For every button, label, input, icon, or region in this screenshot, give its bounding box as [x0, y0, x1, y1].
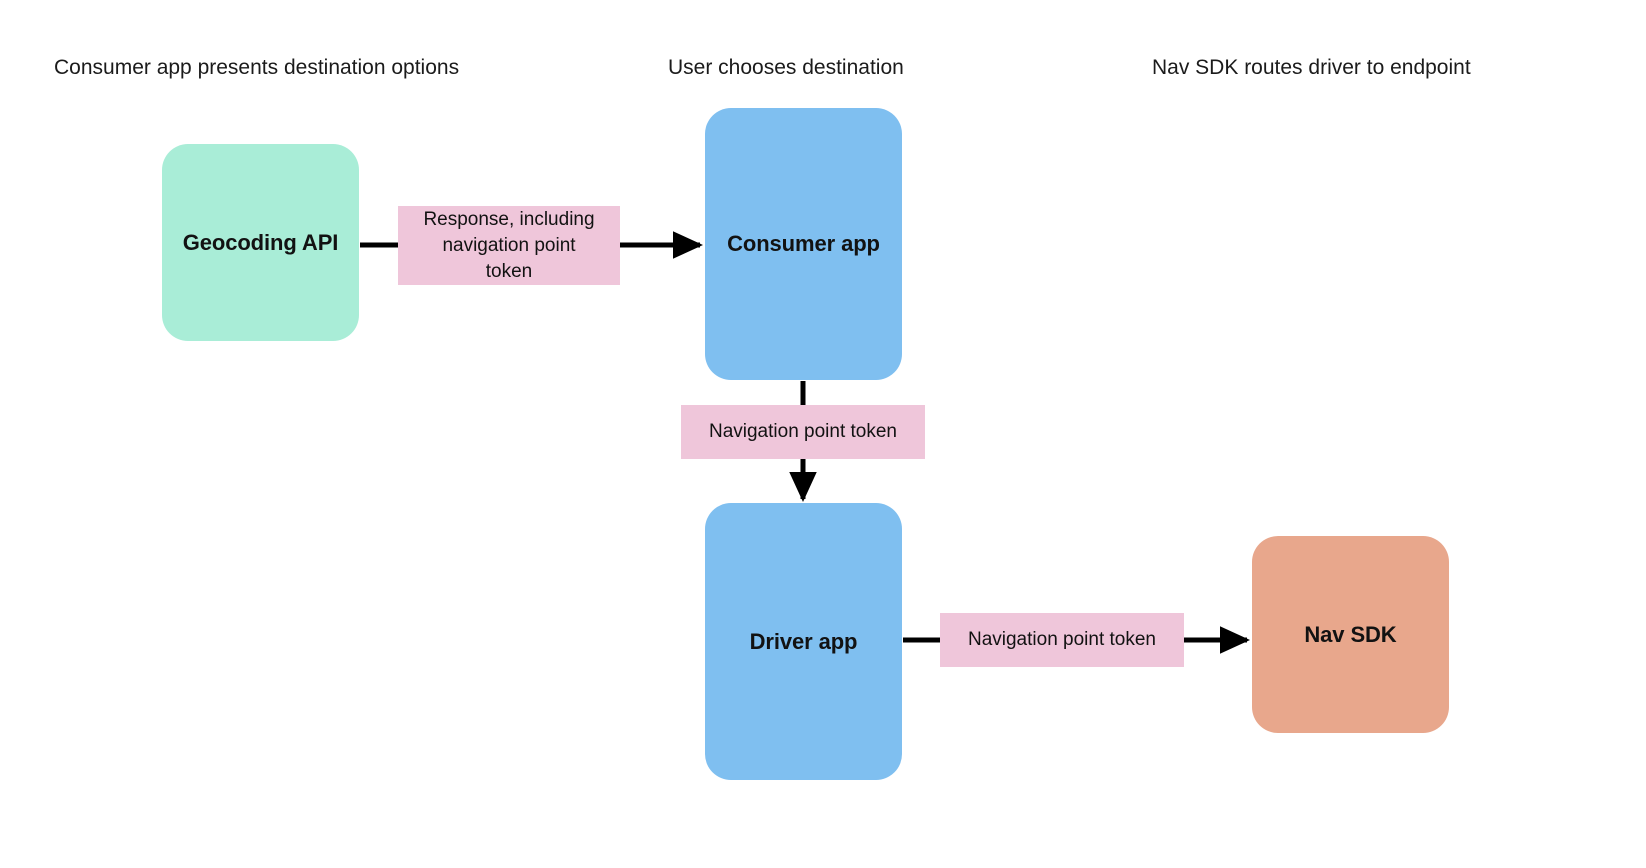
column-header-nav-sdk-routes-driver-to-endpoint: Nav SDK routes driver to endpoint: [1152, 56, 1471, 79]
edge-label-line: token: [485, 260, 533, 282]
edge-label-geocoding-to-consumer: Response, including navigation point tok…: [398, 206, 620, 285]
node-geocoding-api-label: Geocoding API: [182, 229, 339, 255]
edge-label-driver-to-navsdk: Navigation point token: [940, 613, 1184, 667]
node-geocoding-api[interactable]: Geocoding API: [162, 144, 359, 341]
edge-label-line: Navigation point token: [708, 421, 897, 442]
node-nav-sdk[interactable]: Nav SDK: [1252, 536, 1449, 733]
node-nav-sdk-label: Nav SDK: [1304, 621, 1397, 647]
node-driver-app[interactable]: Driver app: [705, 503, 902, 780]
edge-label-consumer-to-driver: Navigation point token: [681, 405, 925, 459]
edge-label-line: navigation point: [442, 234, 576, 256]
node-consumer-app-label: Consumer app: [727, 231, 880, 256]
edge-label-line: Response, including: [423, 208, 595, 230]
column-header-user-chooses-destination: User chooses destination: [668, 56, 904, 79]
column-header-consumer-app-presents-destination-options: Consumer app presents destination option…: [54, 56, 460, 79]
node-consumer-app[interactable]: Consumer app: [705, 108, 902, 380]
node-driver-app-label: Driver app: [749, 628, 858, 654]
edge-label-line: Navigation point token: [967, 629, 1156, 650]
